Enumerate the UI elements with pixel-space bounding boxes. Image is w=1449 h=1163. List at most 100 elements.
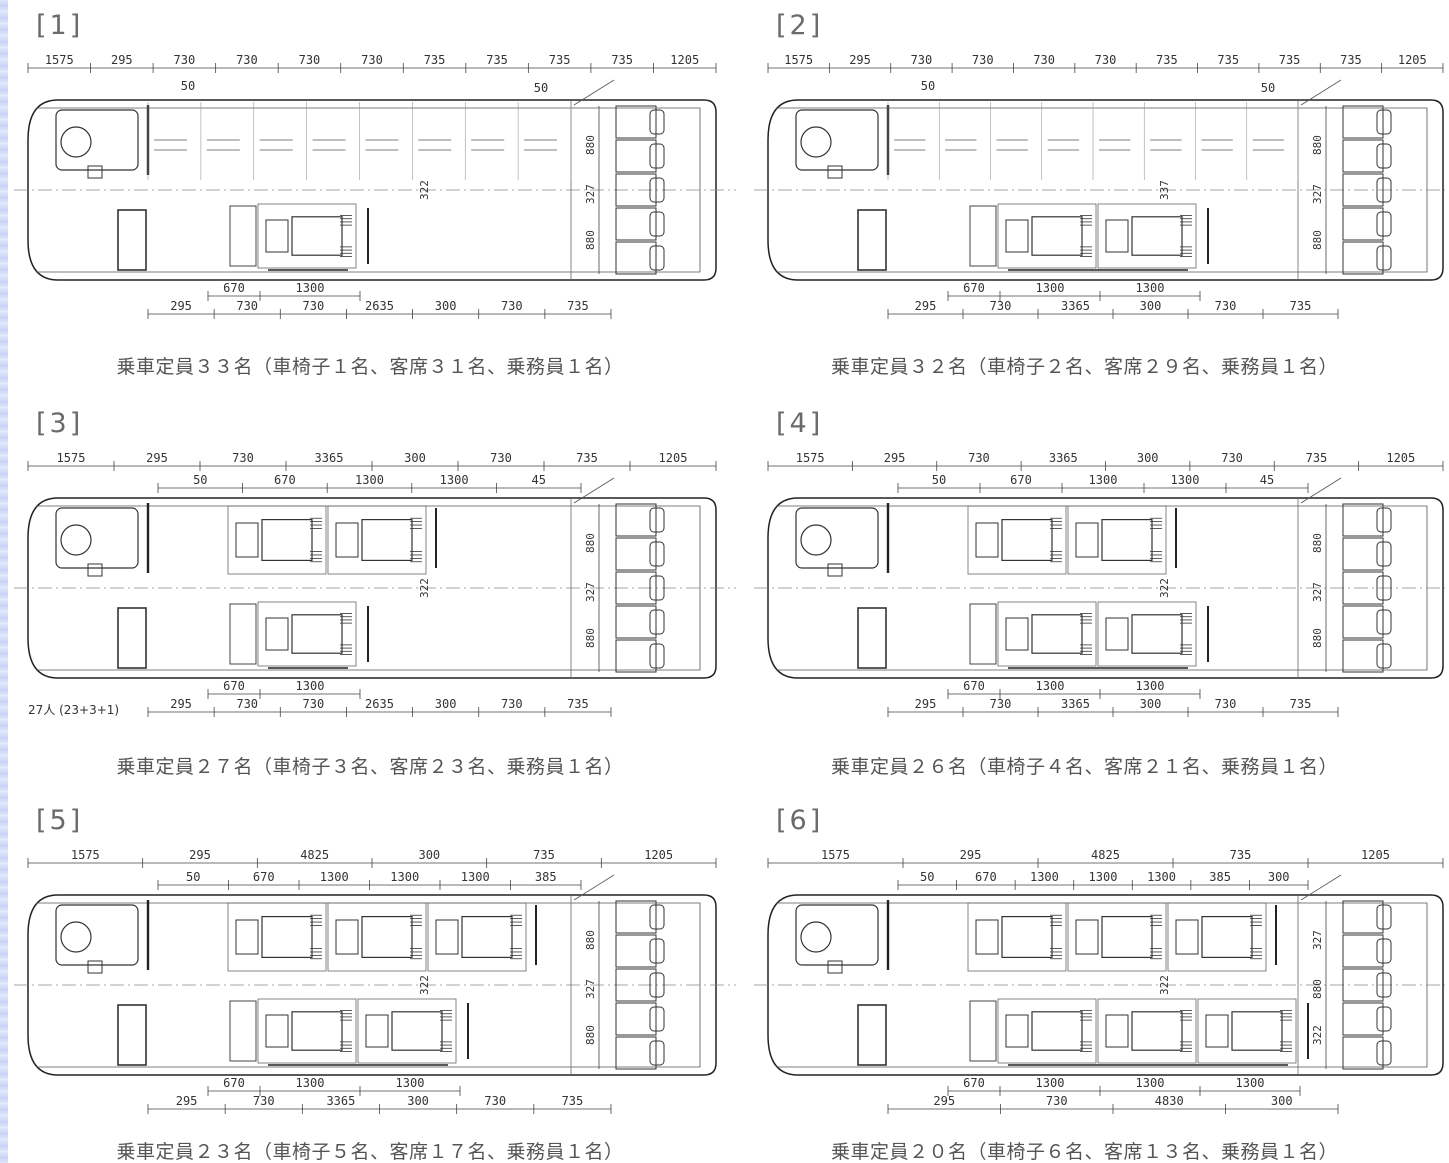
gear-box (87, 563, 103, 577)
rear-seat-back (1376, 541, 1392, 567)
wheelchair-space (997, 601, 1097, 667)
capacity-note: 27人 (23+3+1) (28, 703, 119, 717)
dimension-label: 3365 (1061, 697, 1090, 711)
wheelchair-footrest (265, 617, 289, 651)
entry-door (857, 607, 887, 669)
dimension-label: 735 (567, 697, 589, 711)
inner-dimension: 327 (1311, 582, 1324, 602)
dimension-label: 735 (424, 53, 446, 67)
dimension-label: 1575 (45, 53, 74, 67)
rear-seat (1342, 571, 1384, 605)
wheelchair-seat (1031, 614, 1083, 654)
wheelchair-seat (1031, 216, 1083, 256)
rear-seat-back (1376, 1040, 1392, 1066)
wheelchair-icon (1167, 902, 1267, 972)
wheelchair-seat (1101, 915, 1153, 958)
wheelchair-footrest (1105, 1014, 1129, 1048)
bus-outline (767, 497, 1444, 679)
wheelchair-space (1097, 998, 1197, 1064)
rear-seat (615, 571, 657, 605)
aisle-dimension: 322 (418, 180, 431, 200)
dimension-label: 1300 (1089, 473, 1118, 487)
wheelchair-seat (1001, 518, 1053, 561)
rear-seat-back (1376, 609, 1392, 635)
rear-seat (1342, 537, 1384, 571)
wheelchair-footrest (335, 522, 359, 558)
rear-seat (615, 639, 657, 673)
dimension-label: 730 (236, 53, 258, 67)
aisle-dimension: 322 (418, 578, 431, 598)
wheelchair-icon (1097, 203, 1197, 269)
wheelchair-seat (1101, 518, 1153, 561)
dimension-label: 300 (418, 848, 440, 862)
dimension-label: 670 (223, 281, 245, 295)
dimension-label: 295 (884, 451, 906, 465)
wheelchair-space (257, 601, 357, 667)
panel-label: [6] (776, 805, 824, 836)
wheelchair-seat (1031, 1011, 1083, 1051)
wheelchair-icon (997, 601, 1097, 667)
left-decorative-strip (0, 0, 8, 1163)
rear-seat-back (1376, 938, 1392, 964)
rear-seat-back (649, 575, 665, 601)
folding-seat (969, 1000, 997, 1062)
wheelchair-footrest (1175, 919, 1199, 955)
inner-dimension: 322 (1311, 1025, 1324, 1045)
driver-seat (795, 507, 879, 569)
wheelchair-icon (1197, 998, 1297, 1064)
capacity-caption: 乗車定員２７名（車椅子３名、客席２３名、乗務員１名） (116, 756, 624, 778)
inner-dimension: 880 (584, 230, 597, 250)
wheelchair-space (357, 998, 457, 1064)
dimension-label: 1300 (1089, 870, 1118, 884)
wheelchair-space (1097, 203, 1197, 269)
dimension-label: 300 (404, 451, 426, 465)
bus-outline (27, 497, 717, 679)
wheelchair-seat (1131, 614, 1183, 654)
rear-seat (1342, 173, 1384, 207)
dimension-label: 50 (534, 81, 548, 95)
wheelchair-space (327, 902, 427, 972)
wheelchair-space (997, 998, 1097, 1064)
dimension-label: 1300 (296, 1076, 325, 1090)
dimension-label: 1300 (1030, 870, 1059, 884)
dimension-label: 670 (963, 281, 985, 295)
wheelchair-space (227, 505, 327, 575)
dimension-label: 1300 (1136, 679, 1165, 693)
dimension-label: 1300 (1036, 1076, 1065, 1090)
wheelchair-icon (967, 902, 1067, 972)
rear-seat (615, 537, 657, 571)
dimension-label: 735 (1230, 848, 1252, 862)
dimension-label: 295 (915, 299, 937, 313)
wheelchair-seat (1131, 216, 1183, 256)
dimension-label: 730 (501, 299, 523, 313)
emergency-door-swing (1300, 874, 1342, 901)
emergency-door-swing (1300, 79, 1342, 106)
rear-seat-back (649, 972, 665, 998)
dimension-label: 730 (361, 53, 383, 67)
dimension-label: 1575 (71, 848, 100, 862)
wheelchair-space (1167, 902, 1267, 972)
rear-seat-back (649, 109, 665, 135)
gear-box (827, 960, 843, 974)
steering-wheel-icon (800, 921, 832, 953)
panel-label: [2] (776, 10, 824, 41)
wheelchair-icon (327, 505, 427, 575)
wheelchair-seat (291, 216, 343, 256)
dimension-label: 1300 (1236, 1076, 1265, 1090)
wheelchair-icon (357, 998, 457, 1064)
dimension-label: 3365 (326, 1094, 355, 1108)
rear-seat-back (649, 1040, 665, 1066)
rear-seat (1342, 207, 1384, 241)
dimension-label: 735 (1306, 451, 1328, 465)
dimension-label: 3365 (1049, 451, 1078, 465)
dimension-label: 735 (611, 53, 633, 67)
wheelchair-icon (257, 203, 357, 269)
dimension-label: 1300 (355, 473, 384, 487)
dimension-label: 295 (915, 697, 937, 711)
dimension-label: 735 (1340, 53, 1362, 67)
entry-door (857, 209, 887, 271)
rear-seat (615, 105, 657, 139)
